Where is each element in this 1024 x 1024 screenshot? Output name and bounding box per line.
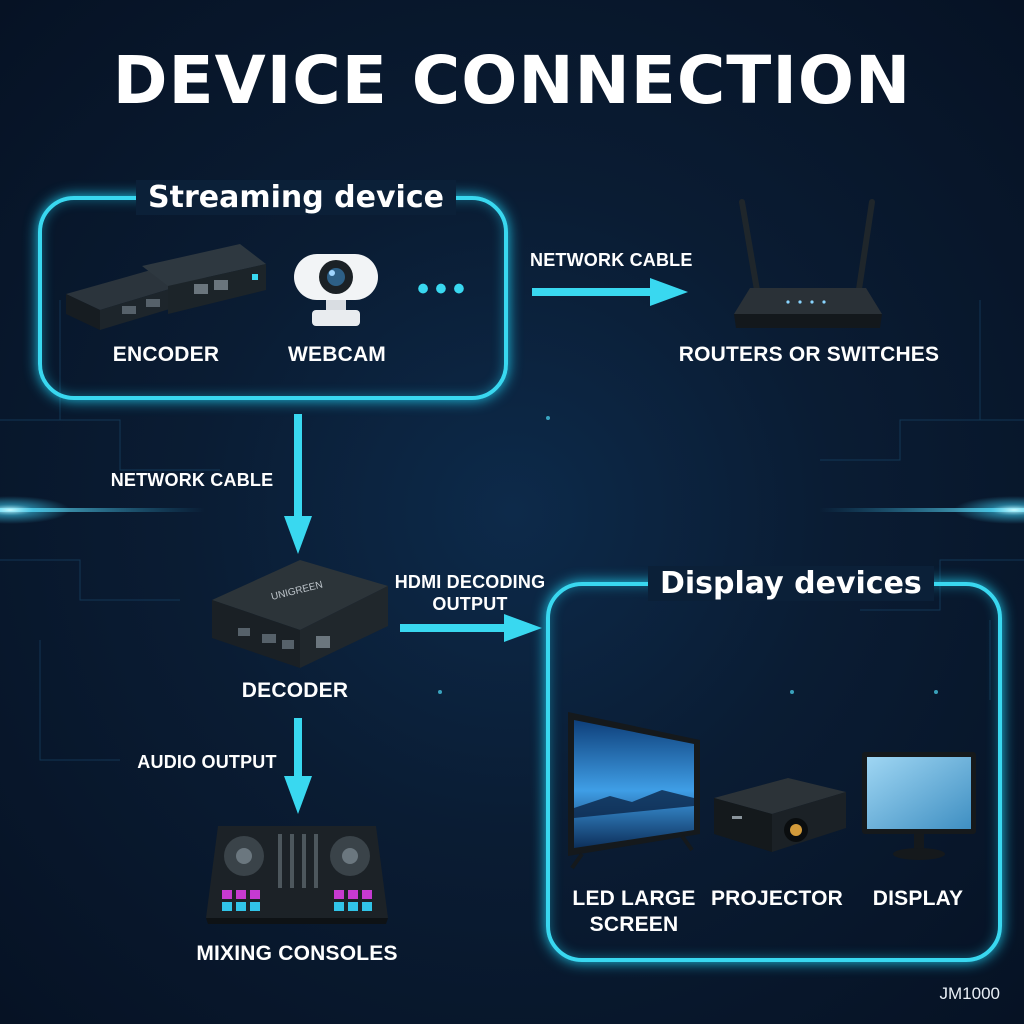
led-screen-label-line2: SCREEN bbox=[589, 913, 679, 936]
tv-icon bbox=[568, 712, 700, 870]
mixing-consoles-label: MIXING CONSOLES bbox=[196, 942, 398, 965]
projector-label: PROJECTOR bbox=[710, 887, 844, 910]
router-icon bbox=[734, 199, 882, 328]
page-title: DEVICE CONNECTION bbox=[112, 42, 912, 119]
arrow-right-network bbox=[532, 278, 688, 306]
network-cable-label-left: NETWORK CABLE bbox=[110, 470, 274, 490]
streaming-device-title: Streaming device bbox=[136, 180, 456, 215]
mixing-console-icon bbox=[206, 826, 388, 924]
watermark: JM1000 bbox=[939, 984, 1000, 1003]
more-devices-ellipsis: ••• bbox=[417, 270, 471, 308]
arrow-right-hdmi bbox=[400, 614, 542, 642]
arrow-down-audio bbox=[284, 718, 312, 814]
webcam-label: WEBCAM bbox=[287, 343, 387, 366]
decoder-label: DECODER bbox=[241, 679, 349, 702]
hdmi-output-label-line2: OUTPUT bbox=[432, 594, 508, 614]
network-cable-label-top: NETWORK CABLE bbox=[530, 250, 693, 270]
projector-icon bbox=[714, 778, 846, 852]
hdmi-output-label-line1: HDMI DECODING bbox=[394, 572, 546, 592]
display-label: DISPLAY bbox=[872, 887, 964, 910]
arrow-down-network bbox=[284, 414, 312, 554]
decoder-icon: UNIGREEN bbox=[212, 560, 388, 668]
monitor-icon bbox=[862, 752, 976, 860]
encoder-icon bbox=[66, 244, 266, 330]
webcam-icon bbox=[294, 254, 378, 326]
encoder-label: ENCODER bbox=[112, 343, 220, 366]
display-devices-title: Display devices bbox=[648, 566, 934, 601]
led-screen-label-line1: LED LARGE bbox=[572, 887, 696, 910]
routers-label: ROUTERS OR SWITCHES bbox=[678, 343, 940, 366]
audio-output-label: AUDIO OUTPUT bbox=[137, 752, 277, 772]
